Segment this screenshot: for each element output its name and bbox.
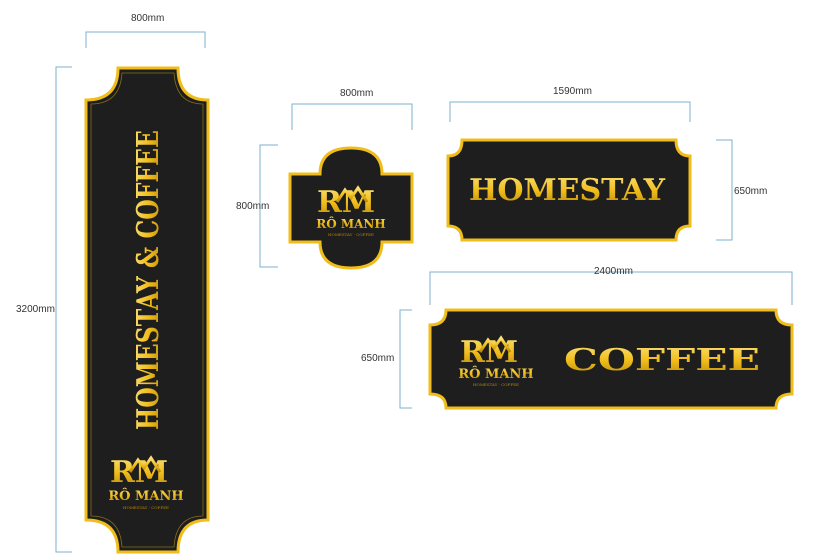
roof-mountain-icon [108,453,170,492]
vertical-sign-tagline: HOMESTAY · COFFEE [123,505,169,510]
emblem-sign-width-label: 800mm [340,88,374,99]
coffee-sign: RÔ MANH HOMESTAY · COFFEE COFFEE [428,308,794,410]
coffee-sign-brand: RÔ MANH [458,365,533,382]
coffee-sign-text: COFFEE [564,343,760,378]
vertical-sign-width-label: 800mm [131,13,165,24]
emblem-sign-logo [315,183,377,222]
roof-mountain-icon [315,183,377,222]
emblem-sign: RÔ MANH HOMESTAY · COFFEE [288,146,414,270]
homestay-sign-height-label: 650mm [734,186,768,197]
homestay-sign-text: HOMESTAY [469,173,666,208]
emblem-sign-brand: RÔ MANH [316,215,386,231]
dimension-lines [55,31,793,553]
vertical-sign-text: HOMESTAY & COFFEE [131,130,166,430]
vertical-sign-brand: RÔ MANH [108,487,183,504]
vertical-sign: HOMESTAY & COFFEE RÔ MANH HOMESTAY · COF… [84,66,210,554]
coffee-sign-height-label: 650mm [361,353,395,364]
homestay-sign: HOMESTAY [446,138,692,242]
coffee-sign-width-label: 2400mm [594,266,633,277]
vertical-sign-logo [108,453,170,492]
emblem-sign-tagline: HOMESTAY · COFFEE [328,232,374,237]
coffee-sign-logo [458,333,520,372]
homestay-sign-width-label: 1590mm [553,86,592,97]
vertical-sign-height-label: 3200mm [16,304,55,315]
coffee-sign-tagline: HOMESTAY · COFFEE [473,382,519,387]
roof-mountain-icon [458,333,520,372]
emblem-sign-height-label: 800mm [236,201,270,212]
